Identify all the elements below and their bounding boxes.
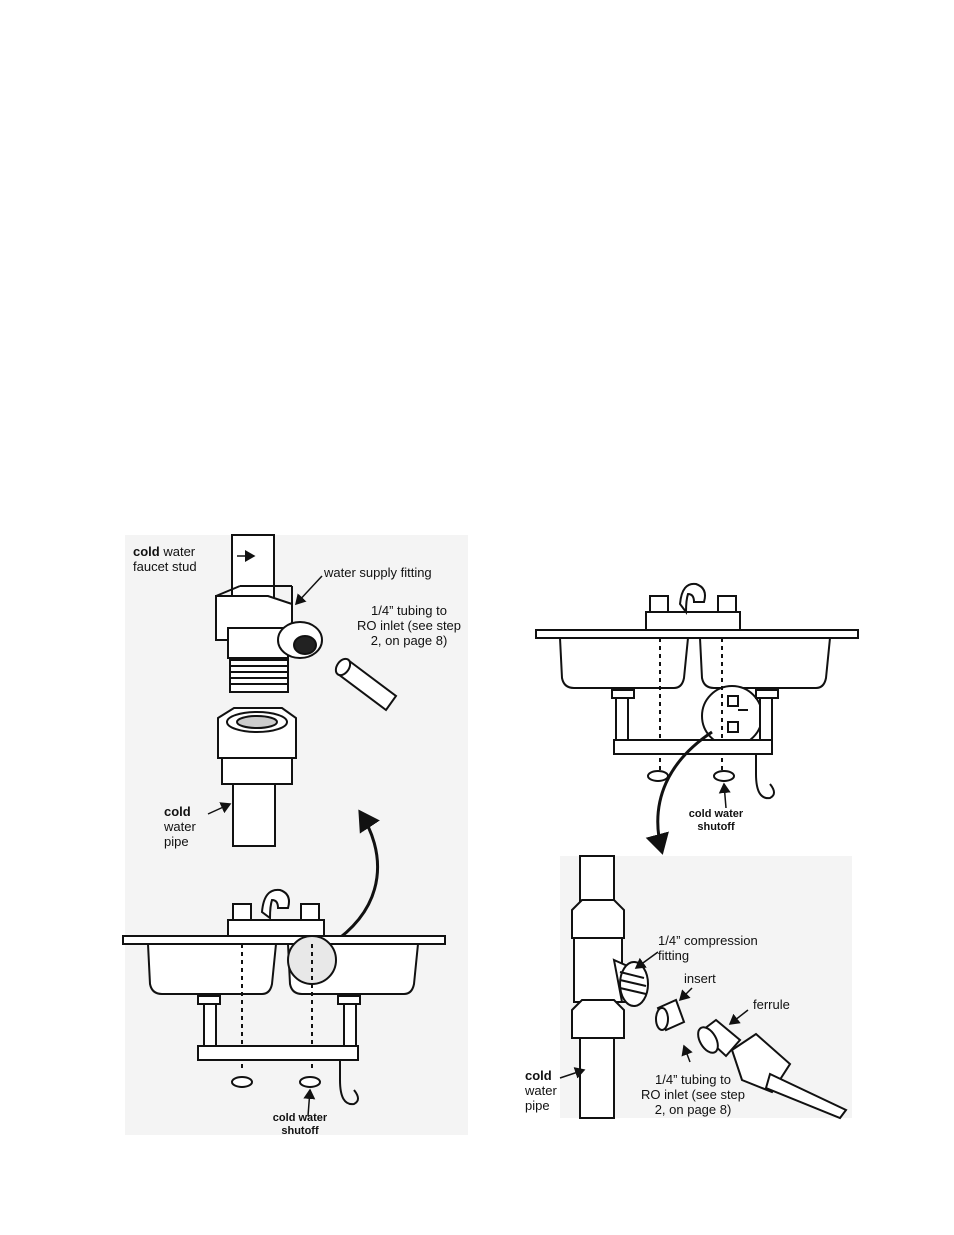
threaded-nipple: [230, 660, 288, 692]
ferrule-label: ferrule: [753, 997, 790, 1012]
shutoff-pointer-right: [724, 784, 726, 808]
compression-nut: [218, 708, 296, 784]
insert-label: insert: [684, 971, 716, 986]
sink-right: [536, 584, 858, 798]
cold-water-pipe: [233, 784, 275, 846]
supply-fitting-label: water supply fitting: [324, 565, 432, 580]
